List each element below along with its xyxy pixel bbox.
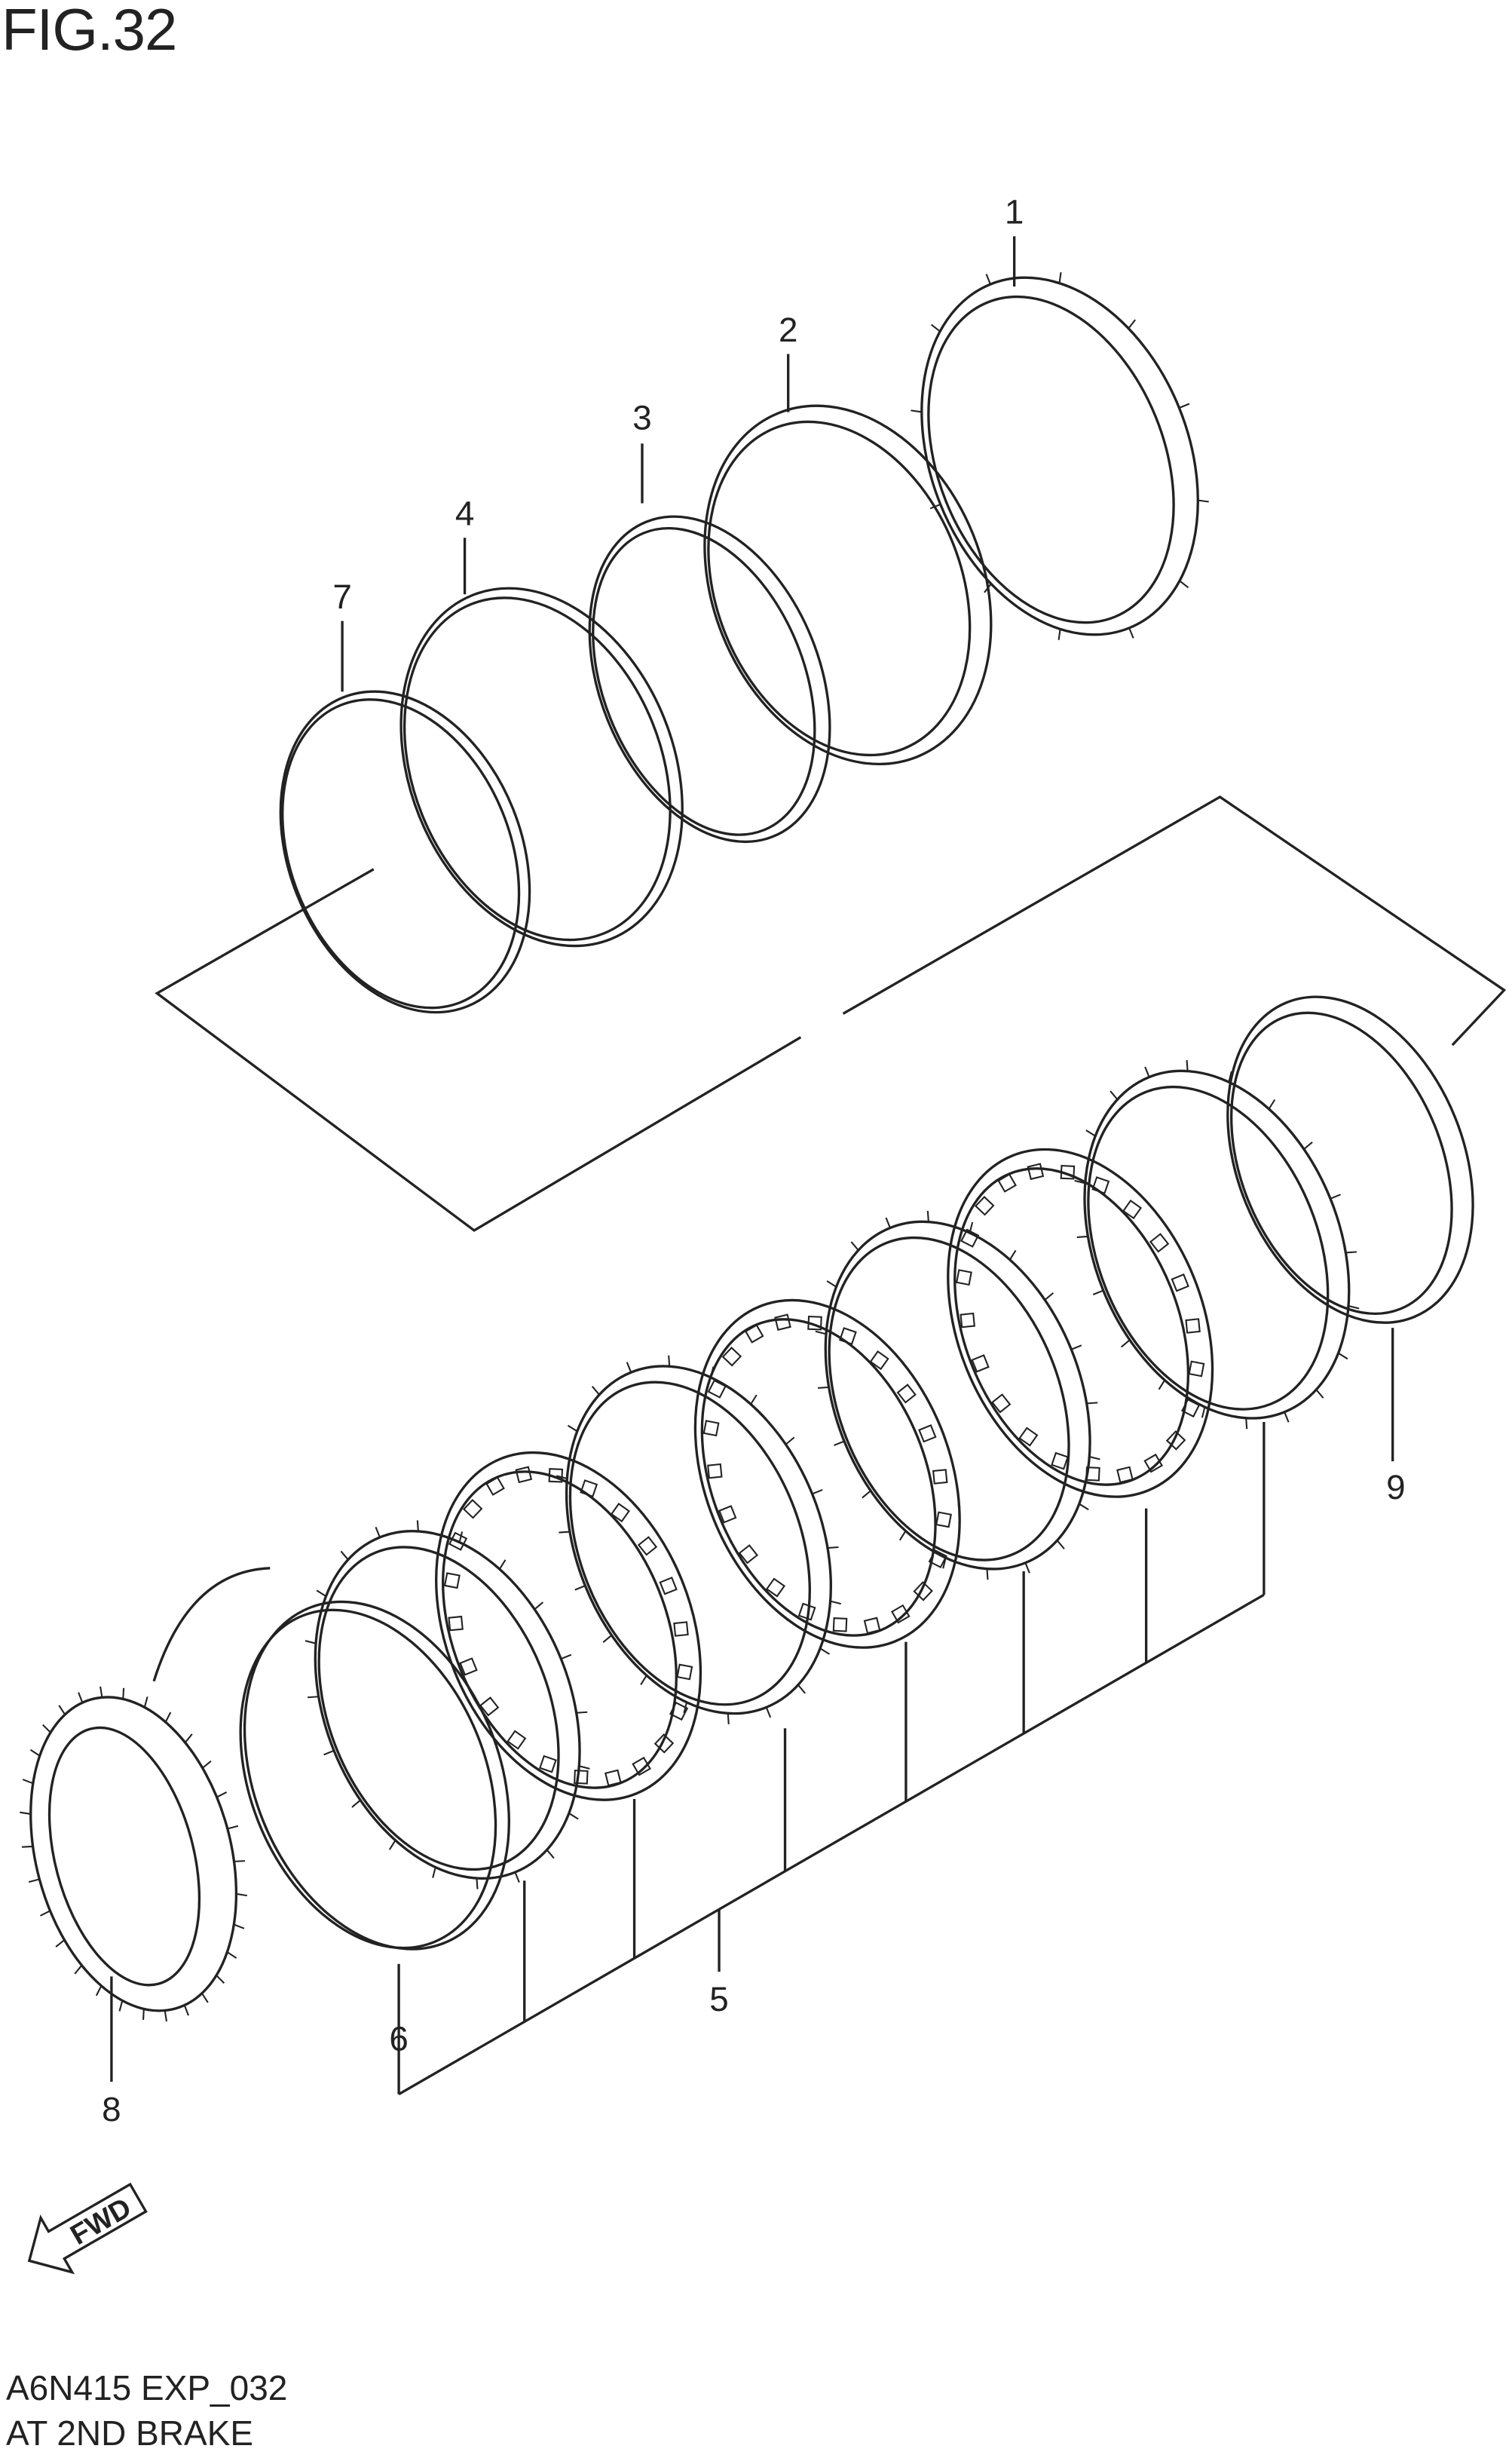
callout-3: 3 (632, 399, 651, 437)
figure-title: FIG.32 (2, 0, 177, 63)
callout-9: 9 (1386, 1468, 1405, 1506)
part-5-friction-plate (435, 1451, 702, 1801)
part-1-retainer (911, 272, 1209, 640)
callout-8: 8 (102, 2090, 121, 2128)
assembly-plane-outline (155, 868, 802, 1232)
part-6-snap-ring (239, 1600, 510, 1951)
part-5-friction-plate (693, 1298, 961, 1649)
footer-title: AT 2ND BRAKE (6, 2413, 254, 2453)
part-7-seal (279, 690, 531, 1014)
snap-ring-segment (152, 1567, 271, 1682)
callout-2: 2 (779, 311, 797, 349)
footer-code: A6N415 EXP_032 (6, 2368, 288, 2407)
leader-line (398, 1593, 1265, 2096)
part-3-spring (588, 515, 831, 844)
part-5-steel-plate (1074, 1059, 1360, 1430)
part-5-steel-plate (556, 1355, 841, 1724)
part-9-cushion-plate (1226, 995, 1474, 1324)
callout-6: 6 (389, 2019, 408, 2058)
part-8-hub (20, 1686, 247, 2022)
assembly-plane-outline (842, 795, 1507, 1047)
part-2-piston (703, 404, 993, 766)
part-5-steel-plate (815, 1210, 1100, 1580)
part-5-steel-plate (305, 1520, 590, 1889)
callout-1: 1 (1005, 193, 1024, 231)
part-4-seal (399, 587, 684, 948)
callout-4: 4 (455, 495, 474, 533)
part-5-friction-plate (947, 1148, 1214, 1498)
callout-7: 7 (332, 578, 351, 616)
callout-5: 5 (709, 1980, 728, 2018)
fwd-arrow-icon: FWD (27, 2182, 148, 2275)
